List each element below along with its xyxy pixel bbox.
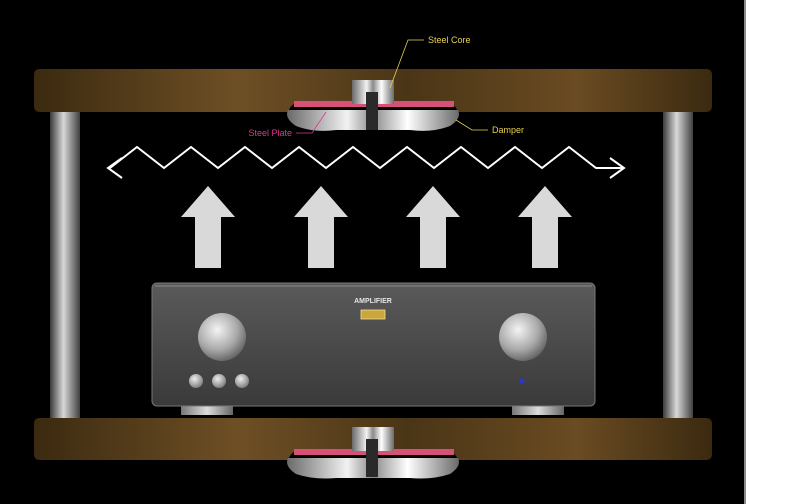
top-isolator: [287, 80, 459, 131]
callout-damper: Damper: [455, 119, 524, 135]
led-indicator-icon: [519, 378, 525, 384]
round-button-icon: [189, 374, 203, 388]
damper-leader-line: [455, 119, 488, 131]
right-border: [744, 0, 746, 504]
top-steel-core: [366, 92, 378, 130]
up-arrow-icon: [406, 186, 460, 268]
steel-plate-label: Steel Plate: [248, 128, 292, 138]
left-arrowhead-icon: [106, 157, 123, 179]
callout-steel-core: Steel Core: [389, 35, 471, 89]
round-button-icon: [212, 374, 226, 388]
round-button-icon: [235, 374, 249, 388]
steel-core-label: Steel Core: [428, 35, 471, 45]
up-arrow-icon: [518, 186, 572, 268]
steel-plate-leader-line: [296, 111, 327, 134]
up-arrow-icon: [294, 186, 348, 268]
amplifier-body: [151, 282, 596, 407]
heat-flow-arrows: [181, 186, 572, 268]
bottom-steel-core: [366, 439, 378, 477]
up-arrow-icon: [181, 186, 235, 268]
knob-icon: [499, 313, 547, 361]
amplifier-title: AMPLIFIER: [354, 298, 392, 305]
damper-label: Damper: [492, 125, 524, 135]
amplifier-brand-badge: [360, 309, 386, 320]
left-pillar: [50, 112, 80, 422]
callout-steel-plate: Steel Plate: [248, 111, 327, 138]
vibration-wave: [106, 145, 626, 179]
zigzag-double-arrow-icon: [109, 145, 622, 170]
right-pillar: [663, 112, 693, 422]
right-arrowhead-icon: [609, 157, 626, 179]
steel-core-leader-line: [389, 39, 424, 89]
knob-icon: [198, 313, 246, 361]
bottom-isolator: [287, 427, 459, 479]
amplifier: AMPLIFIER: [151, 282, 596, 415]
